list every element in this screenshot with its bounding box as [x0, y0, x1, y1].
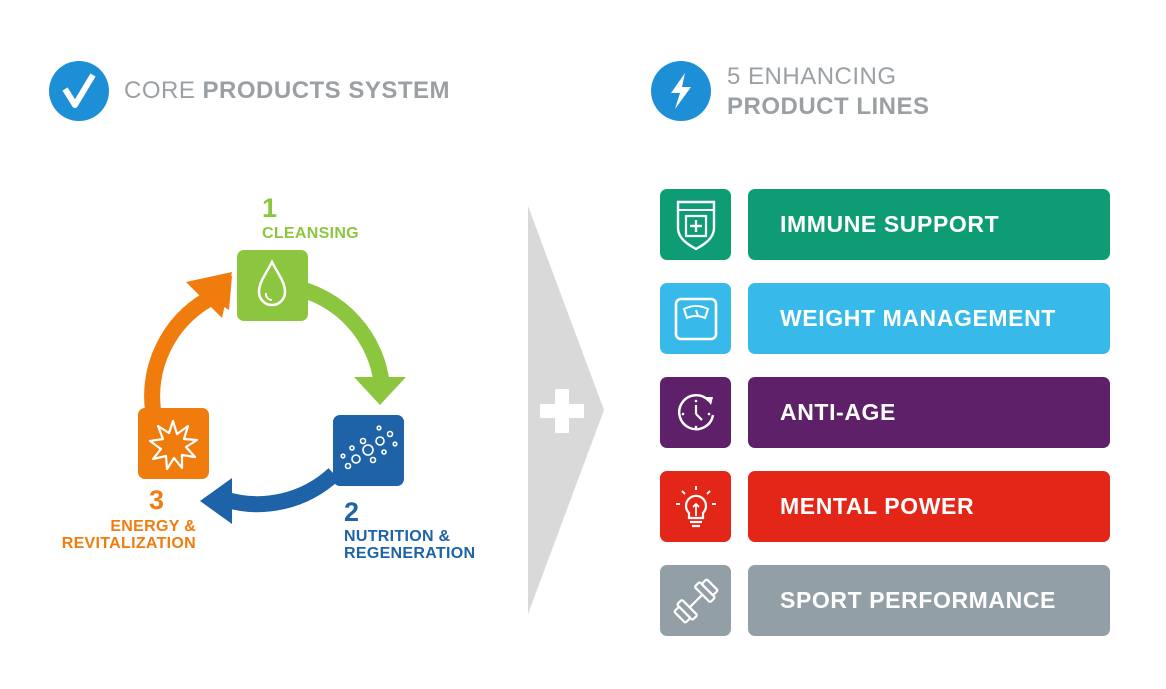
enhancing-lines-title: 5 ENHANCING PRODUCT LINES	[727, 63, 930, 120]
checkmark-icon	[49, 61, 109, 121]
product-line-sport: SPORT PERFORMANCE	[660, 565, 1110, 636]
step-2-label: NUTRITION &REGENERATION	[344, 528, 476, 562]
core-products-title: CORE PRODUCTS SYSTEM	[124, 77, 451, 104]
molecules-icon	[340, 425, 398, 470]
drop-icon	[257, 259, 287, 307]
product-line-label-bar: SPORT PERFORMANCE	[748, 565, 1110, 636]
product-line-immune: IMMUNE SUPPORT	[660, 189, 1110, 260]
product-line-label-bar: WEIGHT MANAGEMENT	[748, 283, 1110, 354]
step-3-label: ENERGY &REVITALIZATION	[61, 518, 196, 552]
shield-plus-icon	[660, 189, 731, 260]
cycle-arrow-green	[290, 279, 390, 387]
dumbbell-icon	[660, 565, 731, 636]
product-line-mental: MENTAL POWER	[660, 471, 1110, 542]
step-3-number: 3	[149, 485, 165, 515]
product-line-label-bar: MENTAL POWER	[748, 471, 1110, 542]
burst-icon	[148, 419, 199, 471]
lightbulb-icon	[660, 471, 731, 542]
step-1-number: 1	[262, 193, 278, 223]
cycle-arrow-orange	[144, 293, 212, 411]
product-line-label-bar: ANTI-AGE	[748, 377, 1110, 448]
cycle-arrow-blue	[221, 468, 340, 513]
scale-icon	[660, 283, 731, 354]
cycle-arrow-green-head	[354, 377, 406, 405]
product-line-antiage: ANTI-AGE	[660, 377, 1110, 448]
step-1-label: CLEANSING	[262, 225, 359, 242]
step-2-number: 2	[344, 497, 360, 527]
cycle-arrow-blue-head	[200, 478, 232, 524]
plus-separator	[528, 206, 604, 614]
product-line-label-bar: IMMUNE SUPPORT	[748, 189, 1110, 260]
clock-icon	[660, 377, 731, 448]
plus-icon	[540, 389, 584, 433]
core-cycle-diagram	[138, 250, 406, 524]
product-line-weight: WEIGHT MANAGEMENT	[660, 283, 1110, 354]
lightning-icon	[651, 61, 711, 121]
